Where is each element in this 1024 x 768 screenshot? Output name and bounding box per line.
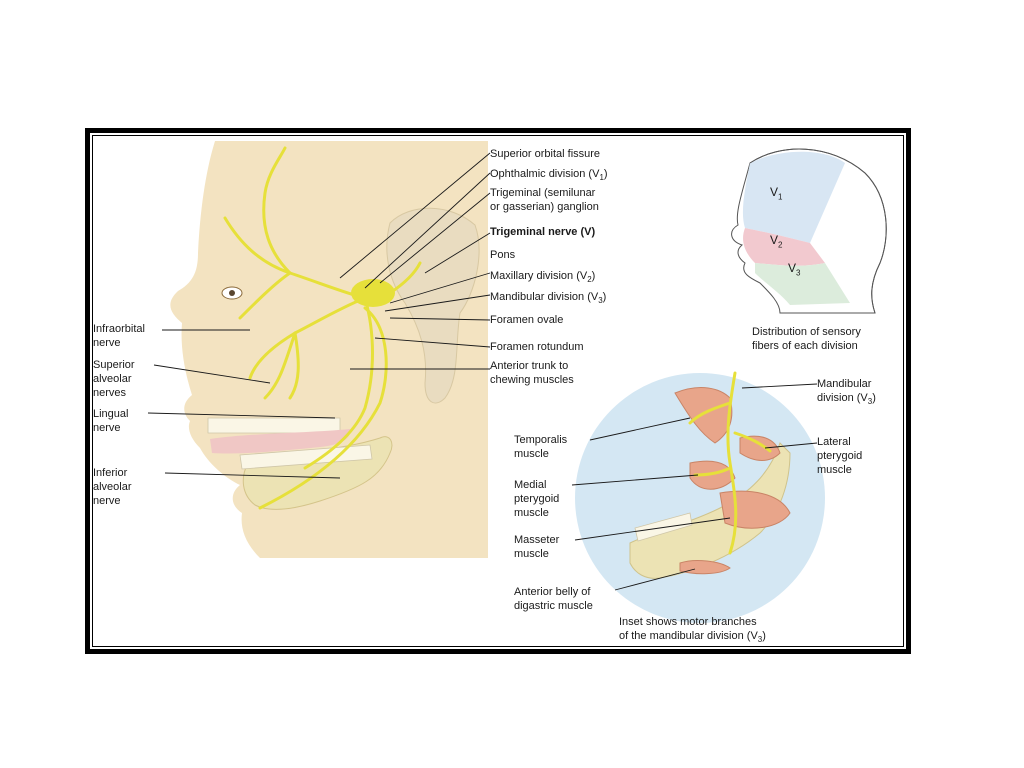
label-medial-pterygoid-line2: pterygoid [514,493,560,505]
label-inset-mandibular-line1: Mandibular [817,378,872,390]
label-inferior-alveolar-line2: alveolar [93,481,132,493]
inset-medial-pterygoid [689,460,736,490]
v3-region [755,263,850,305]
inset-digastric [679,560,731,575]
label-masseter-line1: Masseter [514,534,560,546]
v1-region [742,151,845,243]
label-infraorbital-line1: Infraorbital [93,323,145,335]
label-mandibular-division: Mandibular division (V3) [490,291,607,306]
label-anterior-trunk-line1: Anterior trunk to [490,360,569,372]
label-superior-alveolar-line3: nerves [93,387,127,399]
label-superior-orbital-fissure: Superior orbital fissure [490,148,601,160]
label-digastric-line2: digastric muscle [514,600,593,612]
label-ophthalmic-division: Ophthalmic division (V1) [490,168,608,183]
pons-brainstem [386,207,480,404]
trigeminal-nerve-illustration [147,141,887,623]
label-lateral-pterygoid-line2: pterygoid [817,450,863,462]
figure-inner-border [92,135,904,647]
label-lingual-line1: Lingual [93,408,129,420]
trigeminal-ganglion [351,279,395,307]
label-v2-region: V2 [770,233,783,250]
inset-leader-lines [571,383,818,591]
label-lateral-pterygoid-line1: Lateral [817,436,851,448]
label-v3-region: V3 [788,261,801,278]
label-medial-pterygoid-line1: Medial [514,479,547,491]
label-pons: Pons [490,249,516,261]
inset-caption-line1: Inset shows motor branches [619,616,757,628]
label-anterior-trunk-line2: chewing muscles [490,374,574,386]
label-foramen-ovale: Foramen ovale [490,314,564,326]
label-temporalis-line1: Temporalis [514,434,568,446]
label-foramen-rotundum: Foramen rotundum [490,341,584,353]
inset-lateral-pterygoid [739,435,781,461]
inset-masseter [719,490,791,529]
label-maxillary-division: Maxillary division (V2) [490,270,596,285]
label-lateral-pterygoid-line3: muscle [817,464,852,476]
inset-nerve [688,371,772,555]
label-inferior-alveolar-line3: nerve [93,495,121,507]
label-inferior-alveolar-line1: Inferior [93,467,128,479]
label-digastric-line1: Anterior belly of [514,586,591,598]
v2-region [743,228,825,266]
label-infraorbital-line2: nerve [93,337,121,349]
face-leader-lines [147,152,491,479]
label-lingual-line2: nerve [93,422,121,434]
upper-teeth [207,417,341,434]
label-trigeminal-nerve: Trigeminal nerve (V) [490,226,596,238]
label-medial-pterygoid-line3: muscle [514,507,549,519]
label-trigeminal-ganglion-line1: Trigeminal (semilunar [490,187,596,199]
label-inset-mandibular-line2: division (V3) [817,392,876,407]
distribution-caption-line1: Distribution of sensory [752,326,861,338]
distribution-caption-line2: fibers of each division [752,340,858,352]
lower-gum [210,429,351,454]
label-trigeminal-ganglion-line2: or gasserian) ganglion [490,201,599,213]
label-v1-region: V1 [770,185,783,202]
label-superior-alveolar-line1: Superior [93,359,135,371]
lower-teeth [239,444,373,470]
label-superior-alveolar-line2: alveolar [93,373,132,385]
label-masseter-line2: muscle [514,548,549,560]
label-temporalis-line2: muscle [514,448,549,460]
inset-caption-line2: of the mandibular division (V3) [619,630,766,645]
figure-frame: Superior orbital fissure Ophthalmic divi… [85,128,911,654]
